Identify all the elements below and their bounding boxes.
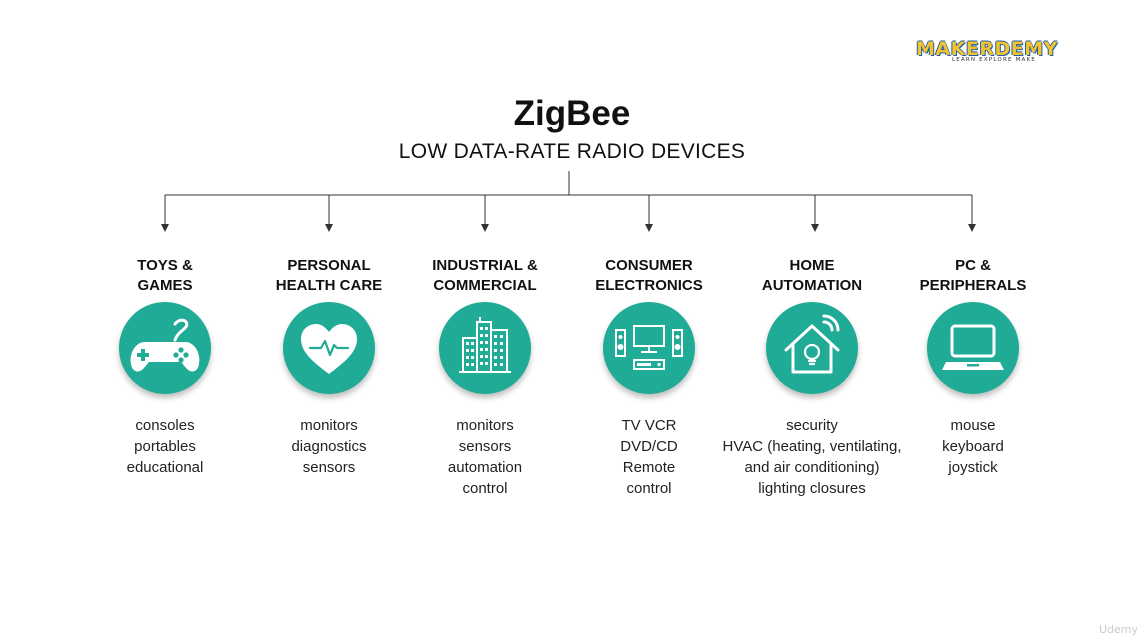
list-item: monitors (456, 417, 514, 434)
tv-speakers-icon (603, 302, 695, 394)
category-items: monitors sensors automation control (385, 415, 585, 499)
list-item: consoles (135, 417, 195, 434)
page-title: ZigBee (513, 94, 631, 133)
list-item: joystick (948, 459, 998, 476)
makerdemy-logo: MAKERDEMY LEARN EXPLORE MAKE (916, 38, 1078, 68)
category-items: consoles portables educational (65, 415, 265, 478)
heartbeat-icon (283, 302, 375, 394)
category-items: monitors diagnostics sensors (229, 415, 429, 478)
category-label: CONSUMER ELECTRONICS (595, 257, 703, 294)
category-consumer-electronics: CONSUMER ELECTRONICS TV VCR DV (549, 256, 749, 499)
category-pc-peripherals: PC & PERIPHERALS mouse keyboard joystick (873, 256, 1073, 478)
list-item: control (626, 480, 672, 497)
list-item: sensors (302, 459, 356, 476)
category-personal-health-care: PERSONAL HEALTH CARE monitors diagnostic… (229, 256, 429, 478)
udemy-watermark: Udemy (1098, 623, 1138, 636)
logo-wordmark: MAKERDEMY (916, 38, 1058, 60)
list-item: HVAC (heating, ventilating, (722, 438, 902, 455)
gamepad-icon (119, 302, 211, 394)
list-item: sensors (458, 438, 512, 455)
list-item: automation (447, 459, 523, 476)
list-item: portables (134, 438, 196, 455)
list-item: Remote (622, 459, 676, 476)
tree-connector (161, 171, 976, 232)
category-items: mouse keyboard joystick (873, 415, 1073, 478)
list-item: DVD/CD (620, 438, 678, 455)
list-item: lighting closures (758, 480, 866, 497)
category-label: PERSONAL HEALTH CARE (275, 257, 383, 294)
category-label: TOYS & GAMES (137, 257, 193, 294)
list-item: diagnostics (291, 438, 367, 455)
logo-tagline: LEARN EXPLORE MAKE (952, 57, 1036, 63)
list-item: and air conditioning) (744, 459, 880, 476)
list-item: educational (126, 459, 204, 476)
category-industrial-commercial: INDUSTRIAL & COMMERCIAL (385, 256, 585, 499)
category-label: PC & PERIPHERALS (919, 257, 1027, 294)
smart-home-icon (766, 302, 858, 394)
category-label: INDUSTRIAL & COMMERCIAL (432, 257, 538, 294)
list-item: TV VCR (621, 417, 677, 434)
list-item: mouse (950, 417, 996, 434)
category-items: TV VCR DVD/CD Remote control (549, 415, 749, 499)
list-item: monitors (300, 417, 358, 434)
category-toys-games: TOYS & GAMES consoles portables educatio… (65, 256, 265, 478)
list-item: security (786, 417, 838, 434)
category-home-automation: HOME AUTOMATION security HVAC (heating, … (712, 256, 912, 499)
category-items: security HVAC (heating, ventilating, and… (712, 415, 912, 499)
category-label: HOME AUTOMATION (761, 257, 863, 294)
page-subtitle: LOW DATA-RATE RADIO DEVICES (398, 140, 746, 163)
list-item: keyboard (942, 438, 1004, 455)
list-item: control (462, 480, 508, 497)
laptop-icon (927, 302, 1019, 394)
buildings-icon (439, 302, 531, 394)
